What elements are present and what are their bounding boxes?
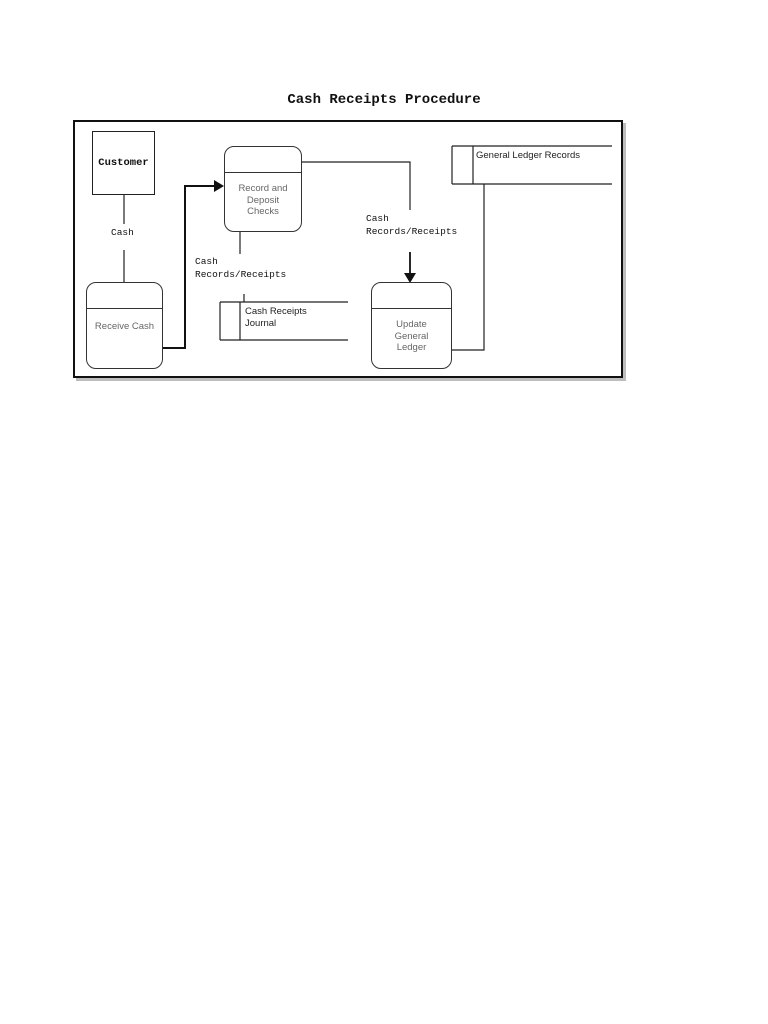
arrow-head-record [214, 180, 224, 192]
process-label-line: Update [396, 319, 427, 330]
diagram-title: Cash Receipts Procedure [287, 92, 481, 108]
process-divider [87, 308, 162, 309]
process-record-deposit-label: Record and Deposit Checks [225, 183, 301, 218]
datastore-cash-receipts-journal: Cash Receipts Journal [245, 306, 307, 329]
datastore-label-line: Journal [245, 317, 277, 329]
diagram-frame [73, 120, 623, 378]
flow-label-line: Records/Receipts [195, 269, 287, 280]
process-label-line: Checks [247, 206, 279, 217]
arrow-head-update [404, 273, 416, 283]
entity-customer: Customer [92, 131, 155, 195]
datastore-label-line: General Ledger Records [476, 150, 581, 161]
entity-customer-label: Customer [98, 157, 149, 169]
process-label-line: Receive Cash [94, 321, 155, 332]
flow-label-records-journal: Cash Records/Receipts [195, 255, 286, 281]
flow-line-receive-record [163, 185, 216, 349]
datastore-label-line: Cash Receipts [245, 306, 307, 317]
process-divider [372, 308, 451, 309]
flow-label-line: Cash [366, 213, 389, 224]
process-update-ledger-label: Update General Ledger [372, 319, 451, 354]
datastore-general-ledger-records: General Ledger Records [476, 150, 580, 162]
process-update-ledger: Update General Ledger [371, 282, 452, 369]
process-divider [225, 172, 301, 173]
flow-label-line: Cash [195, 256, 218, 267]
process-record-deposit: Record and Deposit Checks [224, 146, 302, 232]
process-receive-cash: Receive Cash [86, 282, 163, 369]
process-receive-cash-label: Receive Cash [87, 321, 162, 333]
flow-label-cash: Cash [111, 227, 134, 238]
flow-label-line: Records/Receipts [366, 226, 458, 237]
process-label-line: Ledger [396, 342, 427, 353]
process-label-line: General [394, 330, 429, 342]
flow-line-update-ledger [452, 184, 485, 351]
process-label-line: Record and [238, 183, 288, 194]
flow-label-records-update: Cash Records/Receipts [366, 212, 457, 238]
process-label-line: Deposit [246, 194, 280, 206]
flow-line-record-update-top [302, 161, 411, 210]
